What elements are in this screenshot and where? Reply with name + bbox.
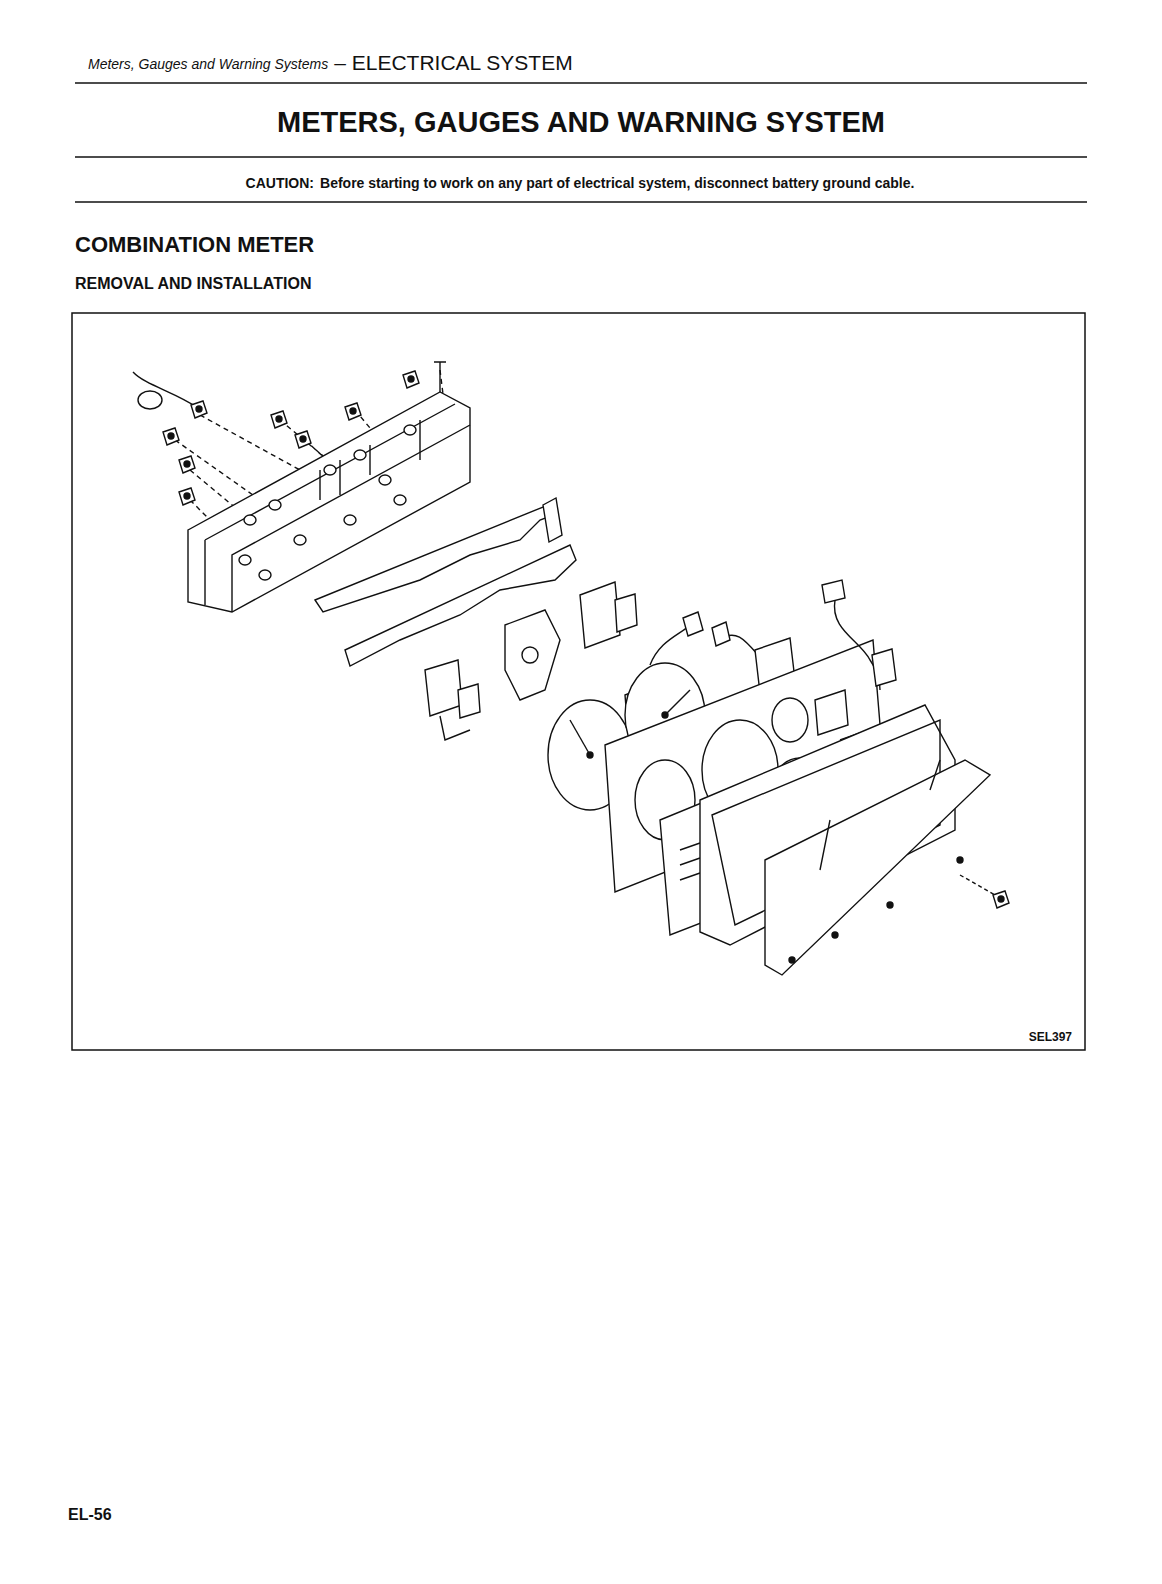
bulb-socket — [179, 456, 195, 473]
socket — [294, 535, 306, 545]
screw — [434, 362, 446, 392]
bulb-socket-hole — [184, 461, 190, 467]
connector-plate — [543, 498, 562, 542]
bulb-socket — [191, 401, 207, 418]
gauge-unit — [580, 582, 620, 648]
lens-clip — [887, 902, 893, 908]
socket — [379, 475, 391, 485]
gauge-unit — [425, 660, 462, 716]
socket — [344, 515, 356, 525]
bulb — [295, 431, 311, 448]
figure-frame — [72, 313, 1085, 1050]
gauge-plate — [615, 594, 637, 632]
harness-connector — [872, 649, 896, 686]
cable-ring — [138, 391, 162, 409]
connector — [712, 622, 730, 646]
rule-line — [75, 201, 1087, 203]
figure-code: SEL397 — [1029, 1030, 1072, 1044]
lens-clip — [832, 932, 838, 938]
needle — [665, 690, 690, 715]
connector — [683, 612, 703, 636]
screw-hole — [184, 493, 190, 499]
bulb-hole — [300, 436, 306, 442]
needle — [570, 720, 590, 755]
screw — [403, 371, 419, 388]
gauge-pivot — [522, 647, 538, 663]
socket — [404, 425, 416, 435]
exploded-meter — [133, 362, 1009, 975]
running-header: – ELECTRICAL SYSTEM — [334, 51, 572, 75]
socket — [394, 495, 406, 505]
socket — [324, 465, 336, 475]
section-heading: COMBINATION METER — [75, 232, 314, 258]
page-number: EL-56 — [68, 1506, 112, 1524]
meter-lens — [765, 760, 990, 975]
socket — [269, 500, 281, 510]
rule-line — [75, 156, 1087, 158]
gauge-plate — [458, 684, 480, 718]
dial-hole — [772, 698, 808, 742]
bulb-socket — [271, 411, 287, 428]
dial-window — [815, 690, 848, 735]
socket — [259, 570, 271, 580]
bulb-socket — [163, 428, 179, 445]
screw-hole — [408, 376, 414, 382]
meter-housing — [188, 392, 470, 612]
page-title: METERS, GAUGES AND WARNING SYSTEM — [277, 106, 885, 139]
bulb-socket-hole — [196, 406, 202, 412]
gauge-terminal — [440, 716, 470, 740]
socket — [244, 515, 256, 525]
lens-glint — [820, 760, 940, 870]
cable — [133, 372, 198, 408]
bulb-socket-hole — [168, 433, 174, 439]
running-header: Meters, Gauges and Warning Systems — [88, 56, 328, 72]
gauge-unit — [505, 610, 560, 700]
screw — [993, 891, 1009, 908]
caution-label: CAUTION: — [246, 175, 314, 191]
lead-wire — [650, 625, 690, 665]
nut-hole — [350, 408, 356, 414]
caution-text: Before starting to work on any part of e… — [320, 175, 914, 191]
lens-clip — [789, 957, 795, 963]
screw-line — [960, 875, 995, 895]
lens-clip — [957, 857, 963, 863]
socket — [239, 555, 251, 565]
rule-line — [75, 82, 1087, 84]
printed-circuit — [315, 505, 556, 612]
screw-hole — [998, 896, 1004, 902]
housing-edge — [205, 404, 470, 612]
harness-wire — [834, 600, 880, 690]
harness-connector — [822, 580, 845, 603]
bulb-socket-hole — [276, 416, 282, 422]
subsection-heading: REMOVAL AND INSTALLATION — [75, 275, 311, 293]
nut — [345, 403, 361, 420]
housing-rib — [320, 420, 420, 500]
socket — [354, 450, 366, 460]
screw — [179, 488, 195, 505]
